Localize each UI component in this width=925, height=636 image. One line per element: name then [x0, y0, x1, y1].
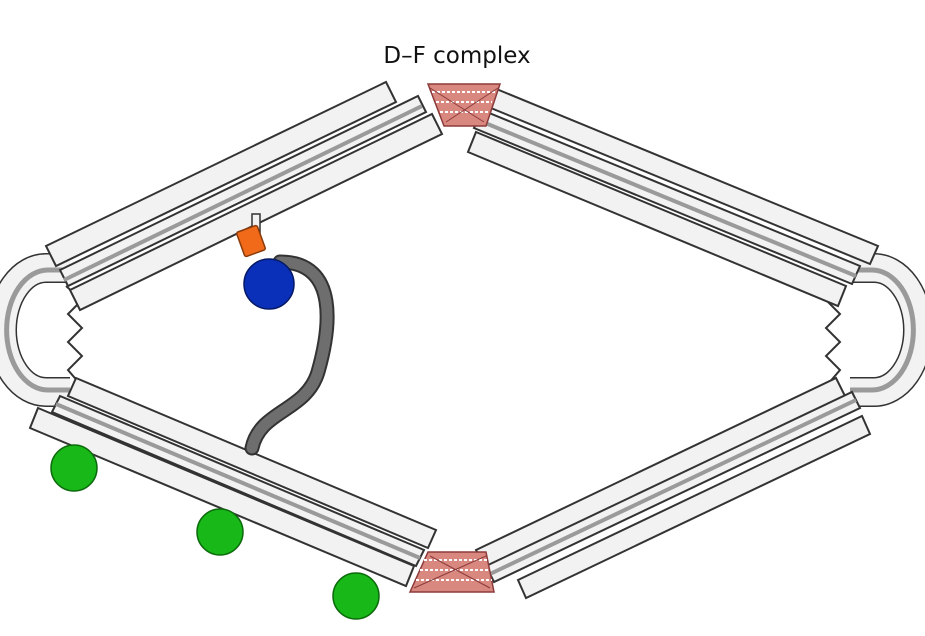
green-bead — [50, 444, 98, 492]
green-bead — [196, 508, 244, 556]
orange-tag — [236, 224, 266, 258]
diagram-title: D–F complex — [383, 43, 530, 69]
tether-linker-fill — [246, 256, 333, 454]
green-bead — [332, 572, 380, 620]
upper-left-rod — [44, 80, 444, 312]
left-corner-loop — [0, 253, 84, 407]
lower-left-rod — [28, 376, 438, 588]
upper-right-rod — [466, 86, 880, 308]
top-crossover-junction — [426, 83, 502, 127]
lower-right-rod — [474, 376, 872, 600]
bottom-crossover-junction — [408, 551, 495, 593]
blue-bead — [243, 258, 295, 310]
